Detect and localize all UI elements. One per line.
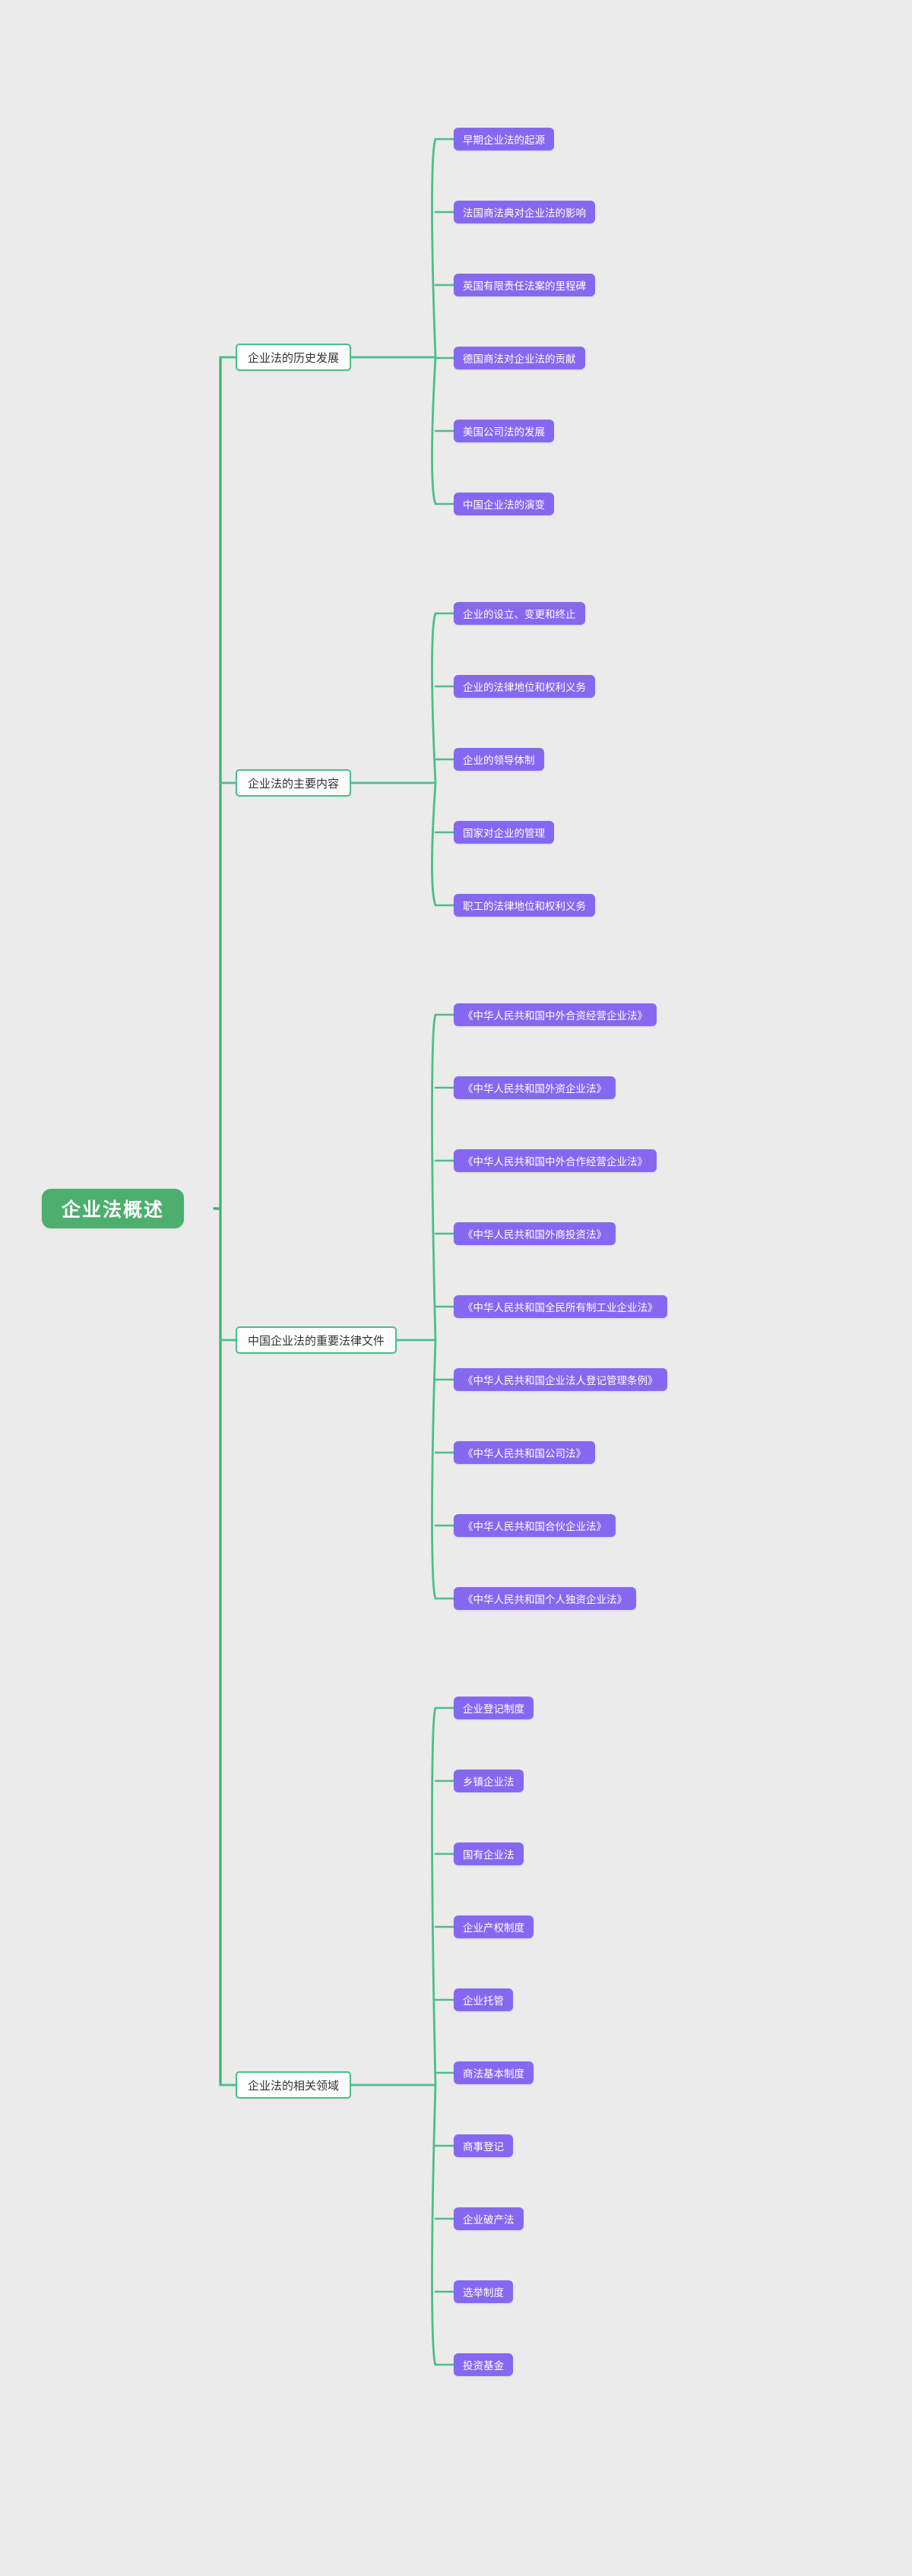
leaf-node-label: 企业托管 [463, 1995, 504, 2007]
leaf-node[interactable]: 《中华人民共和国外商投资法》 [454, 1222, 616, 1245]
branch-node-2[interactable]: 企业法的主要内容 [236, 769, 352, 797]
leaf-node[interactable]: 美国公司法的发展 [454, 420, 554, 442]
leaf-node[interactable]: 《中华人民共和国中外合资经营企业法》 [454, 1003, 657, 1026]
connector-line [431, 138, 437, 505]
root-node[interactable]: 企业法概述 [42, 1189, 185, 1228]
leaf-node-label: 国有企业法 [463, 1849, 515, 1861]
leaf-node[interactable]: 国家对企业的管理 [454, 821, 554, 844]
leaf-node[interactable]: 企业托管 [454, 1988, 513, 2011]
leaf-node-label: 《中华人民共和国个人独资企业法》 [463, 1594, 627, 1605]
leaf-node[interactable]: 《中华人民共和国个人独资企业法》 [454, 1587, 636, 1610]
leaf-node-label: 《中华人民共和国全民所有制工业企业法》 [463, 1302, 658, 1313]
leaf-node[interactable]: 乡镇企业法 [454, 1770, 524, 1792]
leaf-node-label: 法国商法典对企业法的影响 [463, 208, 586, 219]
leaf-node[interactable]: 企业的领导体制 [454, 748, 544, 771]
connector-line [431, 1013, 437, 1600]
leaf-node-label: 乡镇企业法 [463, 1776, 515, 1788]
leaf-node-label: 企业产权制度 [463, 1922, 524, 1934]
leaf-node[interactable]: 《中华人民共和国企业法人登记管理条例》 [454, 1368, 667, 1391]
leaf-node-label: 中国企业法的演变 [463, 499, 545, 511]
leaf-node-label: 美国公司法的发展 [463, 426, 545, 438]
leaf-node[interactable]: 德国商法对企业法的贡献 [454, 347, 585, 369]
leaf-node-label: 企业的法律地位和权利义务 [463, 682, 586, 693]
leaf-node[interactable]: 企业登记制度 [454, 1697, 534, 1719]
connector-line [431, 612, 437, 907]
leaf-node[interactable]: 企业破产法 [454, 2207, 524, 2230]
leaf-node[interactable]: 商事登记 [454, 2134, 513, 2157]
leaf-node[interactable]: 投资基金 [454, 2353, 513, 2376]
leaf-node-label: 《中华人民共和国企业法人登记管理条例》 [463, 1375, 658, 1386]
branch-node-label: 企业法的主要内容 [248, 777, 340, 791]
leaf-node[interactable]: 企业产权制度 [454, 1915, 534, 1938]
leaf-node-label: 企业破产法 [463, 2214, 515, 2226]
leaf-node[interactable]: 《中华人民共和国中外合作经营企业法》 [454, 1149, 657, 1172]
leaf-node-label: 《中华人民共和国合伙企业法》 [463, 1521, 606, 1532]
leaf-node-label: 《中华人民共和国公司法》 [463, 1448, 586, 1459]
leaf-node[interactable]: 《中华人民共和国全民所有制工业企业法》 [454, 1295, 667, 1318]
leaf-node[interactable]: 英国有限责任法案的里程碑 [454, 274, 595, 296]
leaf-node-label: 选举制度 [463, 2287, 504, 2299]
branch-node-label: 企业法的相关领域 [248, 2079, 340, 2093]
leaf-node-label: 企业的领导体制 [463, 755, 535, 766]
leaf-node[interactable]: 国有企业法 [454, 1842, 524, 1865]
leaf-node-label: 国家对企业的管理 [463, 828, 545, 839]
leaf-node[interactable]: 《中华人民共和国公司法》 [454, 1441, 595, 1464]
connector-line [431, 1706, 437, 2366]
leaf-node-label: 企业的设立、变更和终止 [463, 609, 576, 620]
leaf-node[interactable]: 《中华人民共和国外资企业法》 [454, 1076, 616, 1099]
root-node-label: 企业法概述 [62, 1199, 165, 1221]
leaf-node[interactable]: 《中华人民共和国合伙企业法》 [454, 1514, 616, 1537]
leaf-node-label: 商事登记 [463, 2141, 504, 2153]
leaf-node-label: 商法基本制度 [463, 2068, 524, 2080]
root-trunk-line [213, 356, 222, 2086]
leaf-node[interactable]: 商法基本制度 [454, 2061, 534, 2084]
branch-node-3[interactable]: 中国企业法的重要法律文件 [236, 1326, 397, 1354]
leaf-node-label: 德国商法对企业法的贡献 [463, 353, 576, 365]
leaf-node[interactable]: 职工的法律地位和权利义务 [454, 894, 595, 917]
branch-node-4[interactable]: 企业法的相关领域 [236, 2071, 352, 2099]
leaf-node-label: 英国有限责任法案的里程碑 [463, 280, 586, 292]
leaf-node[interactable]: 法国商法典对企业法的影响 [454, 201, 595, 223]
leaf-node[interactable]: 选举制度 [454, 2280, 513, 2303]
leaf-node-label: 投资基金 [463, 2360, 504, 2372]
branch-node-label: 企业法的历史发展 [248, 351, 340, 365]
leaf-node-label: 早期企业法的起源 [463, 135, 545, 146]
leaf-node[interactable]: 企业的设立、变更和终止 [454, 602, 585, 625]
leaf-node-label: 《中华人民共和国外资企业法》 [463, 1083, 606, 1095]
leaf-node-label: 《中华人民共和国外商投资法》 [463, 1229, 606, 1240]
leaf-node[interactable]: 中国企业法的演变 [454, 493, 554, 515]
leaf-node-label: 企业登记制度 [463, 1703, 524, 1715]
branch-node-1[interactable]: 企业法的历史发展 [236, 344, 352, 371]
leaf-node[interactable]: 早期企业法的起源 [454, 128, 554, 151]
leaf-node-label: 《中华人民共和国中外合作经营企业法》 [463, 1156, 648, 1168]
leaf-node-label: 《中华人民共和国中外合资经营企业法》 [463, 1010, 648, 1022]
leaf-node[interactable]: 企业的法律地位和权利义务 [454, 675, 595, 698]
leaf-node-label: 职工的法律地位和权利义务 [463, 901, 586, 912]
branch-node-label: 中国企业法的重要法律文件 [248, 1334, 385, 1348]
